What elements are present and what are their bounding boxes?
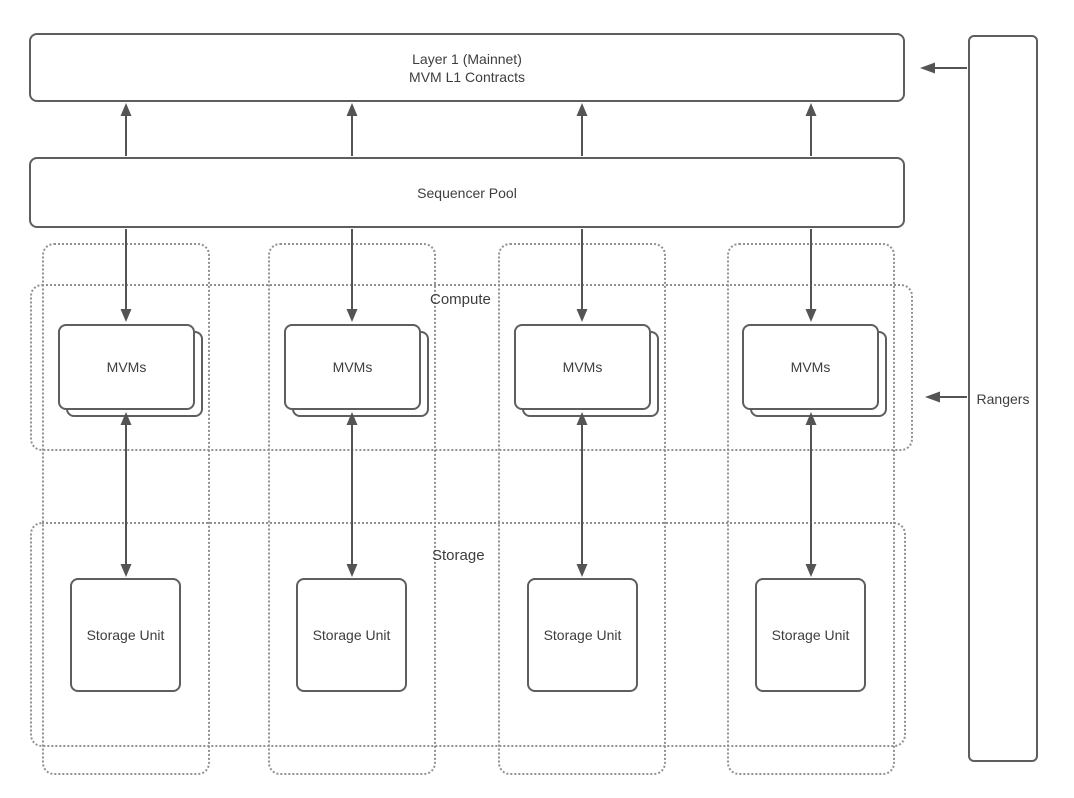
storage-unit-node-2: Storage Unit xyxy=(296,578,407,692)
mvm-label: MVMs xyxy=(790,359,831,375)
layer1-label-line1: Layer 1 (Mainnet) xyxy=(412,50,522,67)
mvm-stack-1: MVMs xyxy=(58,324,203,418)
mvm-stack-2: MVMs xyxy=(284,324,429,418)
compute-zone-outline xyxy=(30,284,913,451)
rangers-node: Rangers xyxy=(968,35,1038,762)
mvm-node-4: MVMs xyxy=(742,324,879,410)
mvm-label: MVMs xyxy=(562,359,603,375)
mvm-stack-3: MVMs xyxy=(514,324,659,418)
storage-zone-label: Storage xyxy=(432,547,485,564)
rangers-label: Rangers xyxy=(976,390,1030,407)
sequencer-pool-node: Sequencer Pool xyxy=(29,157,905,228)
storage-unit-label: Storage Unit xyxy=(543,627,622,643)
storage-unit-label: Storage Unit xyxy=(312,627,391,643)
storage-unit-node-1: Storage Unit xyxy=(70,578,181,692)
arrows-sequencer-to-layer1 xyxy=(119,102,818,157)
mvm-label: MVMs xyxy=(332,359,373,375)
mvm-node-3: MVMs xyxy=(514,324,651,410)
mvm-label: MVMs xyxy=(106,359,147,375)
compute-zone-label: Compute xyxy=(430,291,491,308)
layer1-label-line2: MVM L1 Contracts xyxy=(409,68,525,85)
mvm-stack-4: MVMs xyxy=(742,324,887,418)
storage-unit-node-4: Storage Unit xyxy=(755,578,866,692)
storage-zone-outline xyxy=(30,522,906,747)
storage-unit-label: Storage Unit xyxy=(771,627,850,643)
mvm-node-2: MVMs xyxy=(284,324,421,410)
sequencer-pool-label: Sequencer Pool xyxy=(417,184,517,201)
storage-unit-node-3: Storage Unit xyxy=(527,578,638,692)
layer1-mainnet-node: Layer 1 (Mainnet) MVM L1 Contracts xyxy=(29,33,905,102)
arrow-rangers-to-layer1 xyxy=(920,62,967,74)
arrow-rangers-to-compute xyxy=(925,391,967,403)
mvm-node-1: MVMs xyxy=(58,324,195,410)
storage-unit-label: Storage Unit xyxy=(86,627,165,643)
